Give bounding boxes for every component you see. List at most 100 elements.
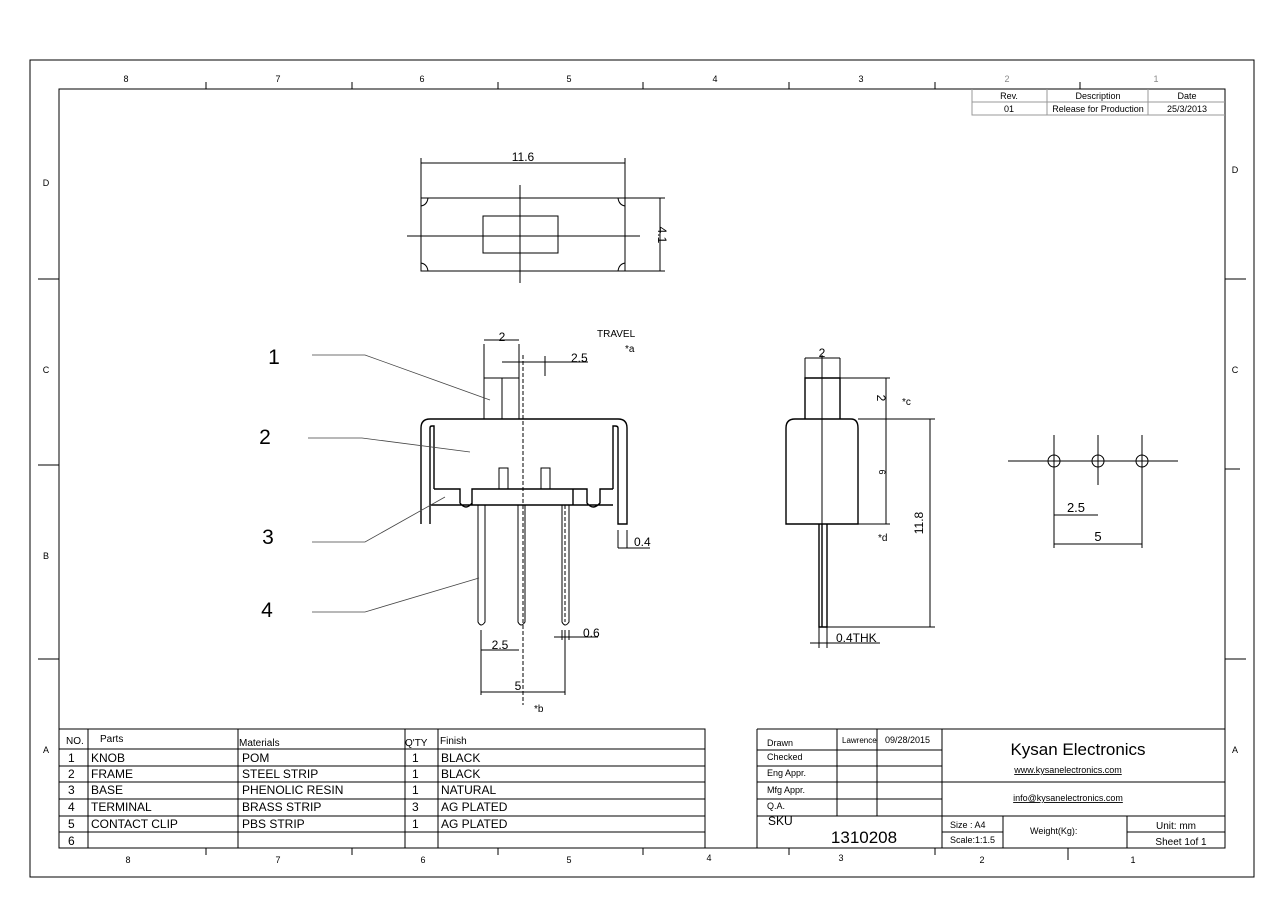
revision-table: Rev. Description Date 01 Release for Pro… [971,89,1225,116]
eng-appr-label: Eng Appr. [767,768,806,778]
width-dimension: 11.6 [512,150,535,164]
header-parts: Parts [100,734,123,745]
callout-1: 1 [268,346,280,369]
mfg-appr-label: Mfg Appr. [767,785,805,795]
date-header: Date [1177,91,1196,101]
row-label: A [43,745,49,755]
col-label: 4 [706,853,711,863]
outer-border [29,59,1255,878]
col-label: 8 [125,855,130,865]
front-view: 1 2 3 4 2 TRAVEL *a 2.5 0.4 0.6 2.5 5 *b [259,329,651,715]
part-name: KNOB [91,751,125,765]
part-finish: NATURAL [441,783,496,797]
part-qty: 1 [412,751,419,765]
qa-label: Q.A. [767,801,785,811]
total-height-dim: 11.8 [912,511,926,534]
part-finish: BLACK [441,751,480,765]
part-no: 1 [68,751,75,765]
part-no: 3 [68,783,75,797]
drawn-date: 09/28/2015 [885,735,930,745]
table-row: 4 TERMINAL BRASS STRIP 3 AG PLATED [68,800,508,814]
part-finish: AG PLATED [441,800,508,814]
travel-note: *a [625,344,635,355]
row-label: C [1232,365,1239,375]
border-ticks [38,82,1246,860]
col-label: 8 [123,74,128,84]
hole-pattern-view: 2.5 5 [1008,435,1178,548]
note-c: *c [902,397,911,408]
drawn-by: Lawrence [842,736,877,745]
rev-header: Rev. [1000,91,1018,101]
part-material: PHENOLIC RESIN [242,783,343,797]
col-label: 2 [979,855,984,865]
part-material: POM [242,751,269,765]
header-no: NO. [66,736,84,747]
pin-span-dim: 5 [515,679,522,693]
company-name: Kysan Electronics [1010,740,1145,759]
sku-number: 1310208 [831,828,897,847]
part-name: TERMINAL [91,800,152,814]
header-materials: Materials [239,738,280,749]
checked-label: Checked [767,752,803,762]
part-name: FRAME [91,767,133,781]
side-view: 2 2 *c 6 *d 11.8 0.4THK [785,346,935,648]
col-label: 7 [275,74,280,84]
part-name: CONTACT CLIP [91,817,178,831]
frame-thk-dim: 0.4 [634,535,651,549]
table-row: 1 KNOB POM 1 BLACK [68,751,480,765]
leader-lines [308,354,491,613]
col-label: 5 [566,74,571,84]
size-value: Size : A4 [950,820,986,830]
row-label: A [1232,745,1238,755]
website-link[interactable]: www.kysanelectronics.com [1013,765,1122,775]
part-name: BASE [91,783,123,797]
part-finish: BLACK [441,767,480,781]
email-link[interactable]: info@kysanelectronics.com [1013,793,1123,803]
hole-icon [1047,454,1061,468]
title-block: Drawn Lawrence 09/28/2015 Checked Eng Ap… [756,728,1225,848]
hole-span-dim: 5 [1094,529,1101,544]
drawn-label: Drawn [767,738,793,748]
body-height-dim: 6 [877,469,887,474]
table-row: 6 [68,834,75,848]
row-label: D [1232,165,1239,175]
part-qty: 1 [412,767,419,781]
hole-pitch-dim: 2.5 [1067,500,1085,515]
col-label: 3 [838,853,843,863]
sku-label: SKU [768,814,793,828]
knob-width-dim: 2 [819,346,826,360]
terminal-thk-dim: 0.4THK [836,631,877,645]
zone-labels: 8 7 6 5 4 3 2 1 8 7 6 5 4 3 2 1 D C B A … [43,74,1239,865]
part-no: 5 [68,817,75,831]
part-finish: AG PLATED [441,817,508,831]
note-d: *d [878,533,887,544]
header-qty: Q'TY [405,738,428,749]
part-no: 6 [68,834,75,848]
pin-pitch-dim: 2.5 [492,638,509,652]
description-value: Release for Production [1052,104,1144,114]
note-b: *b [534,704,544,715]
col-label: 6 [419,74,424,84]
col-label: 4 [712,74,717,84]
description-header: Description [1075,91,1120,101]
row-label: C [43,365,50,375]
rev-value: 01 [1004,104,1014,114]
part-qty: 3 [412,800,419,814]
sheet-value: Sheet 1of 1 [1155,837,1207,848]
part-no: 4 [68,800,75,814]
travel-label: TRAVEL [597,329,636,340]
part-no: 2 [68,767,75,781]
parts-table: NO. Parts Materials Q'TY Finish 1 KNOB POM… [59,728,706,848]
part-material: BRASS STRIP [242,800,321,814]
knob-height-dim: 2 [874,395,888,402]
row-label: D [43,178,50,188]
header-finish: Finish [440,736,467,747]
knob-width-dim: 2 [499,330,506,344]
col-label: 6 [420,855,425,865]
col-label: 7 [275,855,280,865]
row-label: B [43,551,49,561]
unit-value: Unit: mm [1156,821,1196,832]
